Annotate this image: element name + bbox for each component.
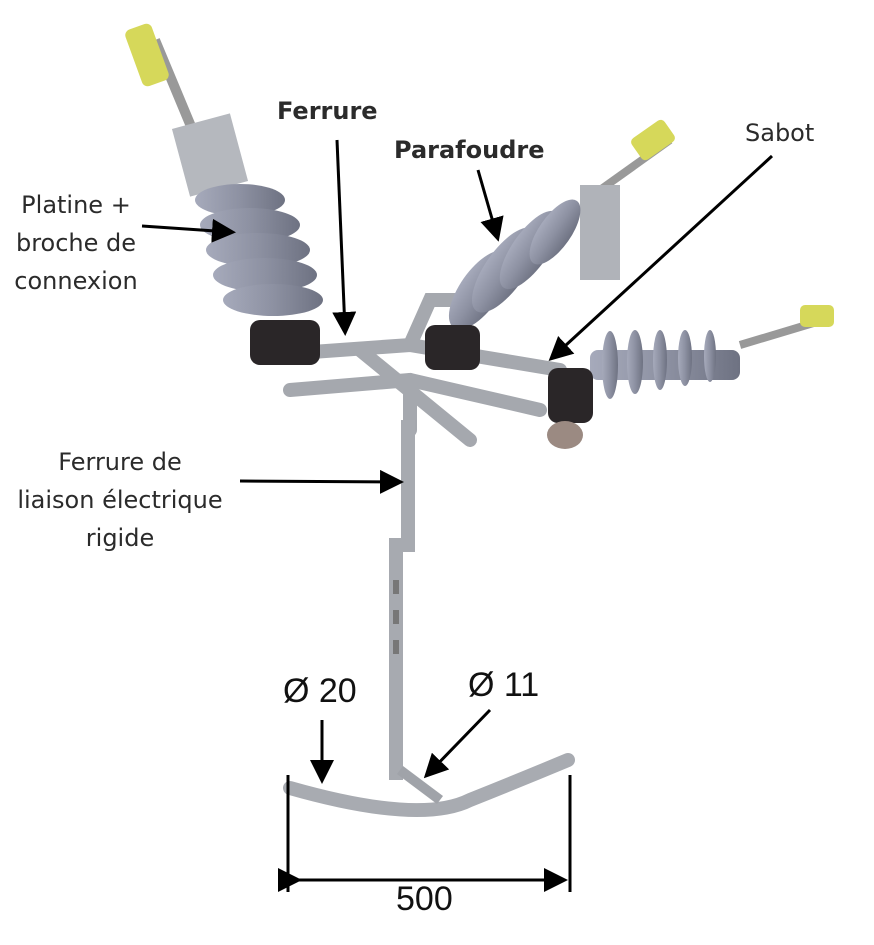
label-ferrure: Ferrure [277,97,378,125]
label-platine: Platine + broche de connexion [6,186,146,300]
arrow-platine [141,218,236,243]
arrow-dia11 [423,708,492,779]
label-line: rigide [85,524,155,552]
annotation-arrows [141,139,774,784]
label-line: Ferrure de [58,448,182,476]
arrow-ferrure [332,139,357,336]
label-line: Platine + [21,191,131,219]
label-sabot: Sabot [745,119,815,147]
label-parafoudre: Parafoudre [394,136,545,164]
arrow-liaison [239,469,404,494]
label-line: broche de [15,229,137,257]
arrester-insulator [425,119,675,370]
arrow-sabot [548,154,774,362]
right-insulator [547,305,834,449]
label-line: connexion [14,267,138,295]
left-insulator [125,23,323,365]
dimension-500 [278,775,572,892]
base-tube [283,753,575,818]
liaison-bar [389,420,415,780]
label-liaison: Ferrure de liaison électrique rigide [0,443,240,557]
arrow-parafoudre [476,169,504,242]
label-dia11: Ø 11 [468,666,540,704]
label-line: liaison électrique [17,486,223,514]
label-width: 500 [396,880,453,918]
label-dia20: Ø 20 [283,672,357,710]
